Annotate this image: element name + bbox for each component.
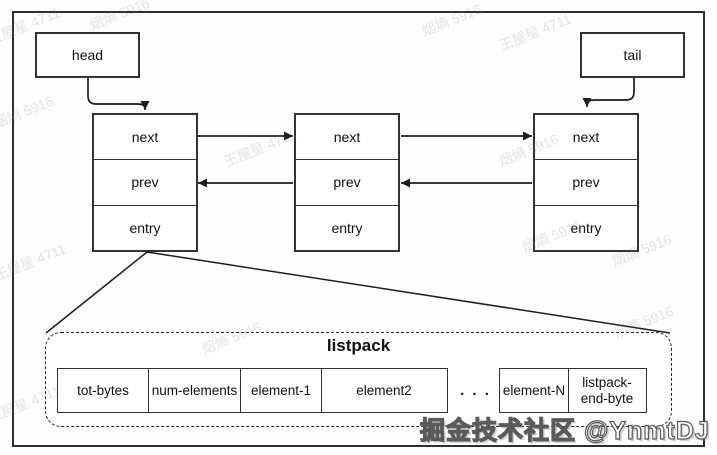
list-node-3: next prev entry	[533, 113, 639, 252]
list-node-1: next prev entry	[92, 113, 198, 252]
listpack-title: listpack	[326, 336, 391, 355]
tail-label: tail	[623, 47, 642, 63]
listpack-cell-element-1: element-1	[240, 368, 322, 413]
node2-cell-prev: prev	[296, 160, 398, 206]
node3-cell-prev: prev	[535, 160, 637, 206]
listpack-cell-tot-bytes: tot-bytes	[57, 368, 149, 413]
node2-cell-entry: entry	[296, 205, 398, 250]
node2-cell-next: next	[296, 115, 398, 161]
brand-watermark: 掘金技术社区 @YnmtDJ	[419, 416, 710, 445]
node1-cell-entry: entry	[94, 205, 196, 250]
node3-cell-entry: entry	[535, 205, 637, 250]
listpack-cells-left: tot-bytes num-elements element-1 element…	[57, 368, 448, 413]
head-box: head	[35, 32, 140, 78]
listpack-cell-end-byte: listpack-end-byte	[567, 368, 647, 413]
listpack-ellipsis: . . .	[460, 382, 491, 399]
node1-cell-prev: prev	[94, 160, 196, 206]
node3-cell-next: next	[535, 115, 637, 161]
list-node-2: next prev entry	[294, 113, 400, 252]
outer-frame	[12, 11, 705, 447]
listpack-cell-num-elements: num-elements	[147, 368, 242, 413]
listpack-cell-element-n: element-N	[499, 368, 569, 413]
listpack-cells-right: element-N listpack-end-byte	[499, 368, 647, 413]
listpack-cell-element-2: element2	[320, 368, 448, 413]
head-label: head	[71, 47, 104, 63]
node1-cell-next: next	[94, 115, 196, 161]
tail-box: tail	[580, 32, 685, 78]
